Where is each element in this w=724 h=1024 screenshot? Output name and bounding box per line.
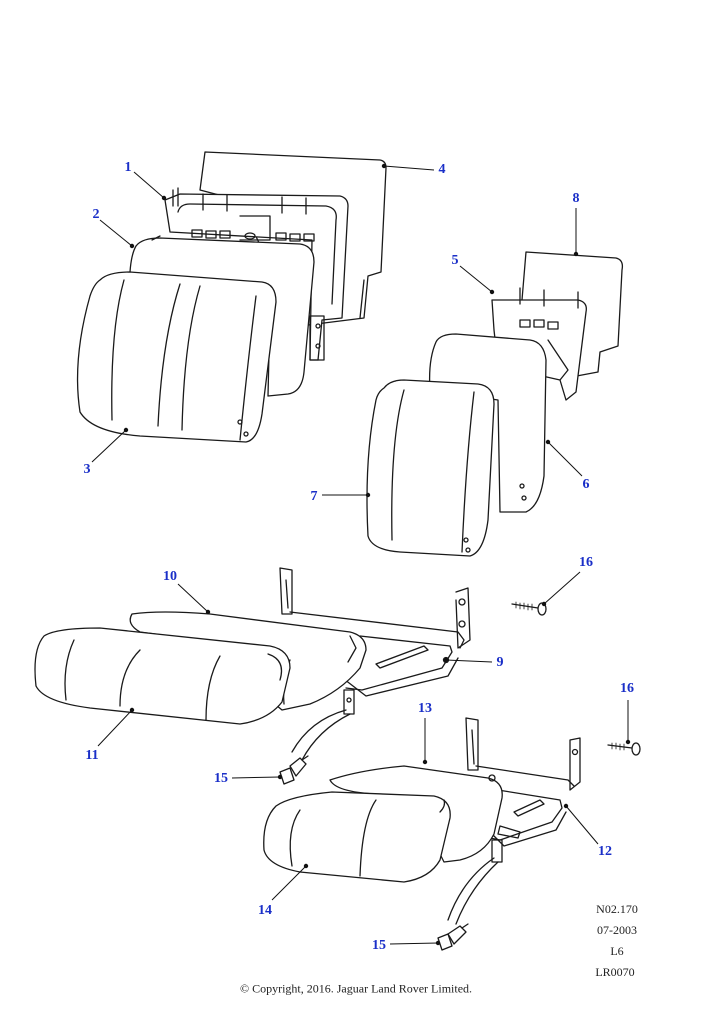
callout-4: 4: [438, 162, 446, 177]
callout-3: 3: [83, 462, 91, 477]
callout-6: 6: [582, 477, 590, 492]
part-12-small-seat-frame: [447, 717, 581, 925]
callout-16-lower: 16: [620, 681, 634, 696]
part-16-screw-lower: [607, 742, 641, 756]
callout-11: 11: [85, 748, 99, 763]
callout-9: 9: [496, 655, 504, 670]
callout-12: 12: [598, 844, 612, 859]
part-11-seat-cover: [34, 627, 291, 725]
callout-15-upper: 15: [214, 771, 228, 786]
callout-10: 10: [163, 569, 177, 584]
callout-14: 14: [258, 903, 272, 918]
leader-lines: [91, 163, 631, 946]
reference-code: N02.170: [596, 902, 638, 916]
part-14-small-seat-cover: [263, 791, 451, 883]
reference-catalog: LR0070: [595, 965, 635, 979]
callout-15-lower: 15: [372, 938, 386, 953]
callout-8: 8: [572, 191, 580, 206]
callout-5: 5: [451, 253, 459, 268]
part-1-back-frame: [164, 187, 349, 361]
callout-1: 1: [124, 160, 132, 175]
part-15-bolt-lower: [437, 923, 469, 951]
part-9-seat-frame: [279, 567, 471, 761]
reference-date: 07-2003: [597, 923, 637, 937]
callout-16-upper: 16: [579, 555, 593, 570]
part-15-bolt-upper: [279, 755, 309, 785]
part-16-screw-upper: [511, 601, 547, 616]
callout-7: 7: [310, 489, 318, 504]
reference-level: L6: [610, 944, 624, 958]
part-6-small-back-foam: [428, 333, 547, 513]
part-3-back-cover: [76, 271, 277, 443]
copyright-notice: © Copyright, 2016. Jaguar Land Rover Lim…: [239, 981, 473, 996]
callout-13: 13: [418, 701, 432, 716]
callout-2: 2: [92, 207, 100, 222]
part-7-small-back-cover: [366, 379, 495, 557]
